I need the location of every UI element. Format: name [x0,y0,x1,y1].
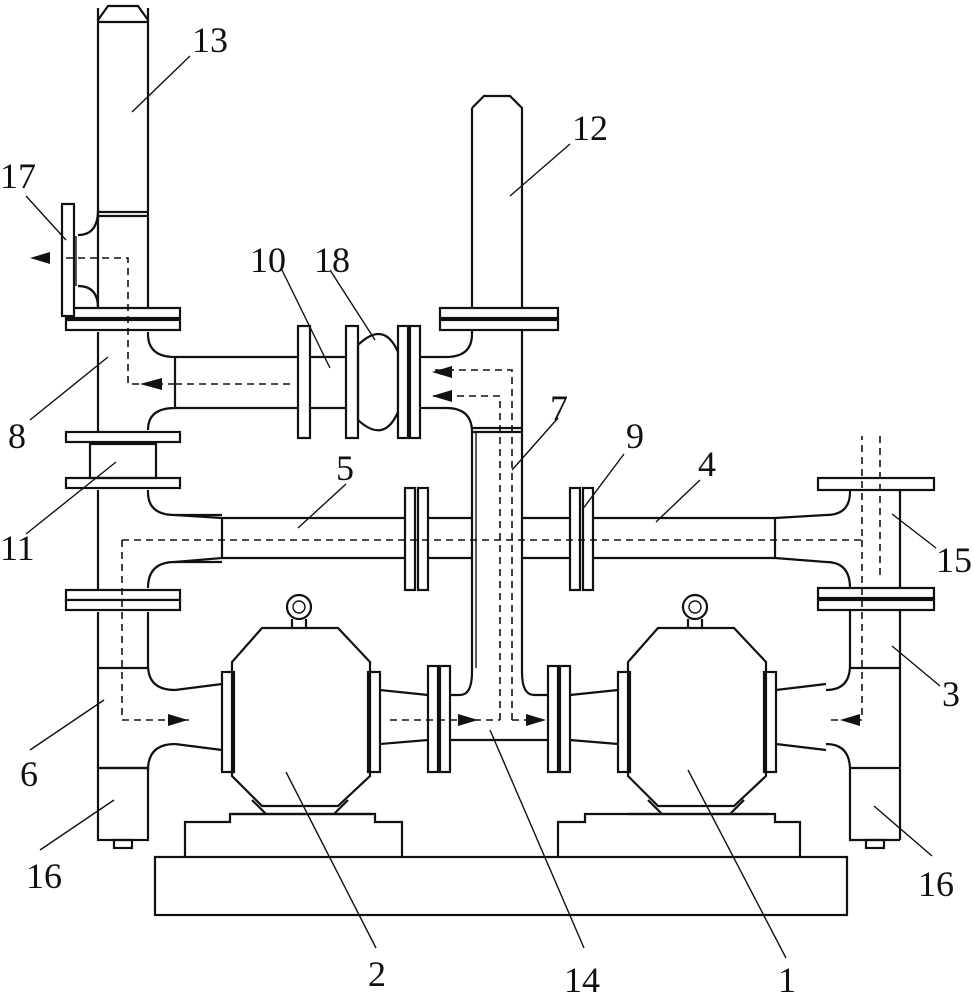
label-3: 3 [942,674,960,714]
pipe-10-18 [173,324,446,440]
label-4: 4 [698,444,716,484]
label-16-right: 16 [918,864,954,904]
label-15: 15 [936,540,972,580]
label-10: 10 [250,240,286,280]
label-1: 1 [778,960,796,997]
label-14: 14 [564,960,600,997]
label-2: 2 [368,954,386,994]
pump-1 [569,593,827,816]
riser-12 [438,94,560,672]
label-18: 18 [314,240,350,280]
label-13: 13 [192,20,228,60]
flow-paths [30,252,881,726]
label-9: 9 [626,416,644,456]
base-plate [153,812,849,917]
label-16-left: 16 [26,856,62,896]
labels: 13 12 17 10 18 8 7 9 4 5 11 15 3 6 16 16… [0,20,972,997]
label-17: 17 [0,156,36,196]
pipe-5-4 [174,486,827,592]
label-11: 11 [0,528,35,568]
label-8: 8 [8,416,26,456]
label-7: 7 [550,388,568,428]
tee-14 [426,664,572,774]
label-5: 5 [336,448,354,488]
pump-2 [174,593,429,816]
label-6: 6 [20,754,38,794]
label-12: 12 [572,108,608,148]
leader-lines [25,55,941,959]
left-vertical-pipe [60,4,182,850]
right-vertical-pipe [816,476,936,850]
